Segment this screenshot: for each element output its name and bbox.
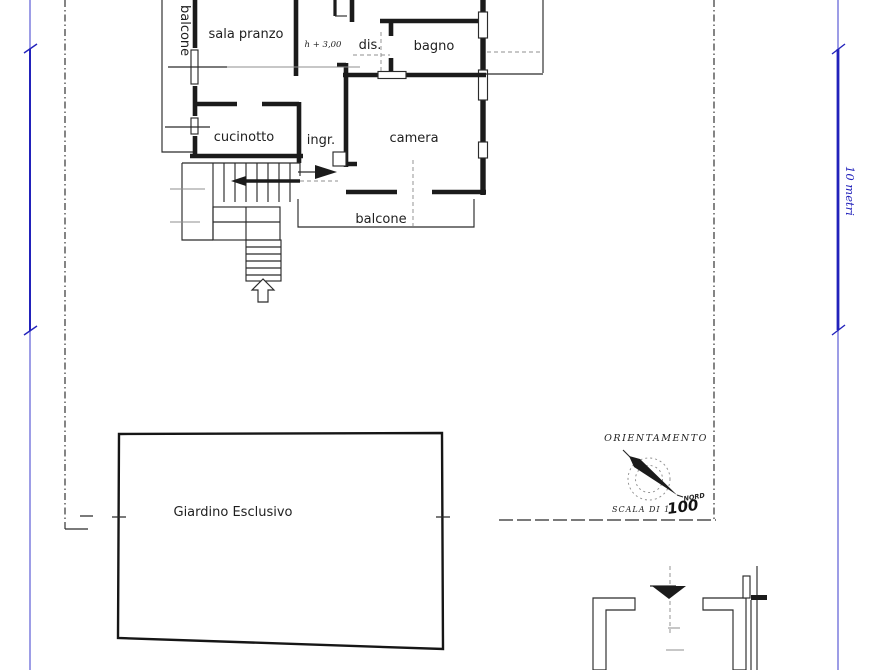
right-tick-bottom <box>831 324 846 336</box>
room-label-balcone-bottom: balcone <box>355 212 406 227</box>
pillar-notch <box>332 151 347 167</box>
side-balcony-lines <box>486 0 544 75</box>
window-right-2 <box>477 69 489 101</box>
window-right-1 <box>477 11 489 39</box>
garden-label: Giardino Esclusivo <box>174 505 293 520</box>
orientation-title: ORIENTAMENTO <box>604 433 708 444</box>
stair-outline <box>181 162 301 241</box>
stair-up-arrow-icon <box>250 278 276 303</box>
fragment-double-line <box>750 600 758 670</box>
left-tick-top <box>23 43 38 54</box>
stair-direction-arrow-icon <box>231 176 246 186</box>
fragment-down-arrow-icon <box>652 586 686 599</box>
compass-needle-icon <box>629 456 677 495</box>
window-right-3 <box>477 141 489 159</box>
balcony-bottom-outline <box>297 199 475 228</box>
room-label-dis: dis. <box>359 38 382 53</box>
scale-bar-label: 10 metri <box>843 166 857 216</box>
left-tick-bottom <box>23 325 38 336</box>
room-label-ingr: ingr. <box>307 133 335 148</box>
fragment-wall-upper <box>742 575 751 599</box>
north-label: NORD <box>683 491 706 503</box>
stair-dimension-marks <box>170 188 205 223</box>
door-camera-top <box>377 70 407 80</box>
fragment-tiny-marks <box>666 627 684 651</box>
scale-value-handwritten: 100 <box>666 496 700 518</box>
stair-treads-lower <box>246 246 281 276</box>
stair-landing-lines <box>213 207 280 240</box>
room-label-sala-pranzo: sala pranzo <box>208 27 283 42</box>
entrance-marker <box>298 165 338 182</box>
balcony-left-outline <box>161 0 193 153</box>
reference-lines <box>165 66 227 128</box>
right-tick-top <box>831 43 846 55</box>
fragment-wall-left <box>592 597 636 670</box>
fragment-wall-right <box>702 597 747 670</box>
height-note: h + 3,00 <box>305 40 343 50</box>
wall-cucinotto <box>190 102 303 163</box>
scale-text: SCALA DI 1 <box>612 505 670 514</box>
dimension-lines: 10 metri <box>23 0 857 670</box>
compass-inner-circle <box>635 465 663 493</box>
compass-needle-tail <box>676 494 684 498</box>
window-sala-2 <box>190 117 199 135</box>
compass-outer-circle <box>627 457 671 501</box>
sheet-border <box>64 0 716 530</box>
staircase <box>170 162 301 303</box>
garden-ticks <box>80 515 450 518</box>
wall-camera-left <box>337 62 357 167</box>
orientation-box: ORIENTAMENTO NORD SCALA DI 1 100 <box>604 433 708 518</box>
room-label-camera: camera <box>389 131 438 146</box>
lower-floor-fragment <box>592 566 767 670</box>
room-label-bagno: bagno <box>414 39 455 54</box>
construction-dashes <box>353 32 414 226</box>
apartment-plan: balcone sala pranzo h + 3,00 dis. bagno … <box>161 0 544 303</box>
entrance-arrow-icon <box>315 165 337 179</box>
fragment-wall-dash <box>751 595 767 600</box>
garden-outline <box>116 431 445 651</box>
room-label-balcone-left: balcone <box>177 5 192 56</box>
room-label-cucinotto: cucinotto <box>214 130 275 145</box>
garden: Giardino Esclusivo <box>80 431 450 651</box>
